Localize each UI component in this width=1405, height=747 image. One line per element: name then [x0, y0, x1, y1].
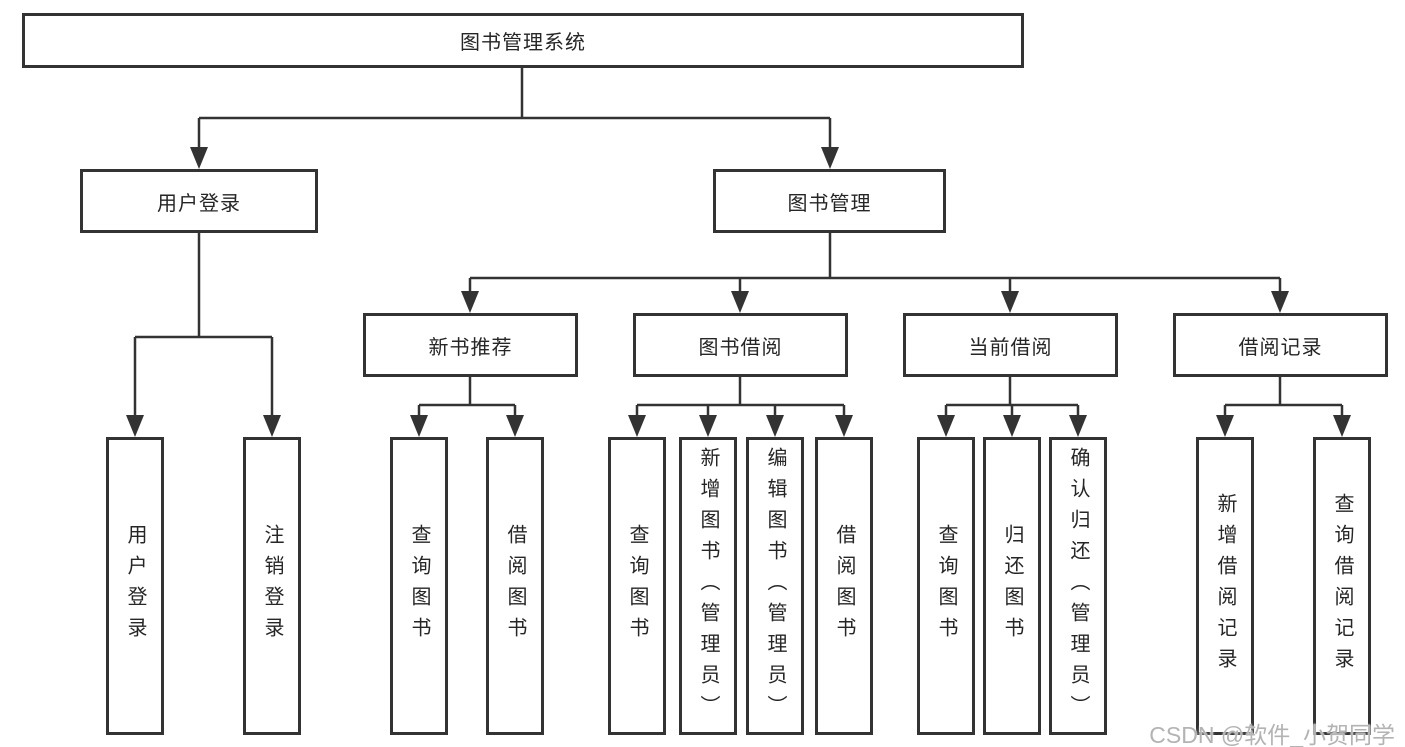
box-book-borrow: 图书借阅: [633, 313, 848, 377]
csdn-watermark: CSDN @软件_小贺同学: [1149, 722, 1395, 747]
leaf-query-books-borrow: 查询图书: [608, 437, 666, 735]
leaf-query-books-recommend: 查询图书: [390, 437, 448, 735]
leaf-confirm-return-admin: 确认归还（管理员）: [1049, 437, 1107, 735]
box-borrow-records: 借阅记录: [1173, 313, 1388, 377]
leaf-borrow-books-recommend: 借阅图书: [486, 437, 544, 735]
leaf-add-book-admin: 新增图书（管理员）: [679, 437, 737, 735]
leaf-user-login: 用户登录: [106, 437, 164, 735]
box-root-system: 图书管理系统: [22, 13, 1024, 68]
leaf-return-book: 归还图书: [983, 437, 1041, 735]
leaf-borrow-books: 借阅图书: [815, 437, 873, 735]
leaf-logout: 注销登录: [243, 437, 301, 735]
leaf-add-borrow-record: 新增借阅记录: [1196, 437, 1254, 735]
box-book-management: 图书管理: [713, 169, 946, 233]
box-user-login: 用户登录: [80, 169, 318, 233]
box-new-book-recommend: 新书推荐: [363, 313, 578, 377]
leaf-query-books-current: 查询图书: [917, 437, 975, 735]
leaf-edit-book-admin: 编辑图书（管理员）: [746, 437, 804, 735]
box-current-borrow: 当前借阅: [903, 313, 1118, 377]
leaf-query-borrow-record: 查询借阅记录: [1313, 437, 1371, 735]
arrowhead-icons: [126, 147, 1351, 437]
